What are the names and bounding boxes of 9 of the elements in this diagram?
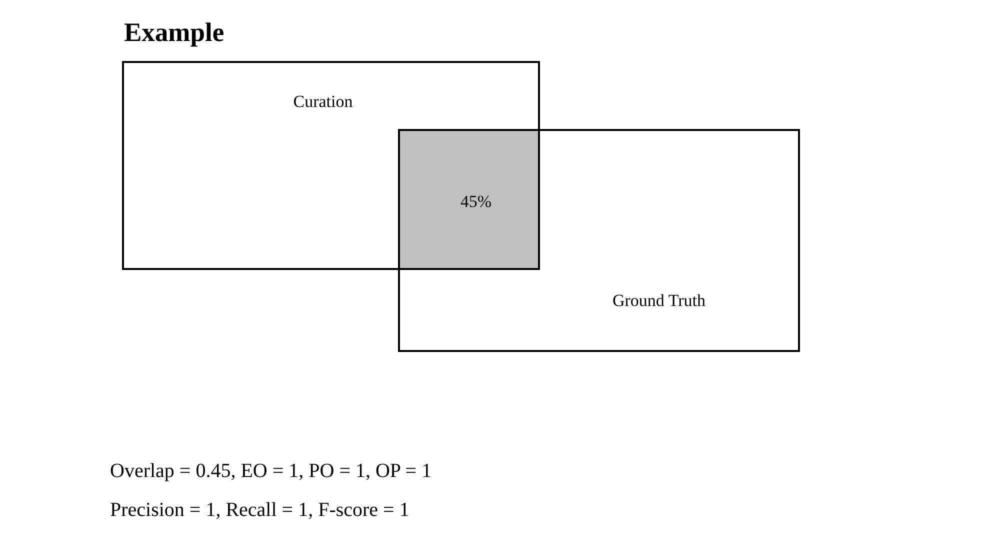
metrics-line: Precision = 1, Recall = 1, F-score = 1 bbox=[110, 498, 410, 522]
overlap-region bbox=[398, 129, 540, 270]
ground-truth-region bbox=[398, 129, 800, 352]
region-label: Curation bbox=[293, 92, 353, 112]
title: Example bbox=[124, 16, 224, 48]
curation-region bbox=[122, 61, 540, 270]
region-label: Ground Truth bbox=[612, 291, 706, 311]
metrics-line: Overlap = 0.45, EO = 1, PO = 1, OP = 1 bbox=[110, 459, 432, 483]
overlap-percentage: 45% bbox=[460, 192, 492, 212]
